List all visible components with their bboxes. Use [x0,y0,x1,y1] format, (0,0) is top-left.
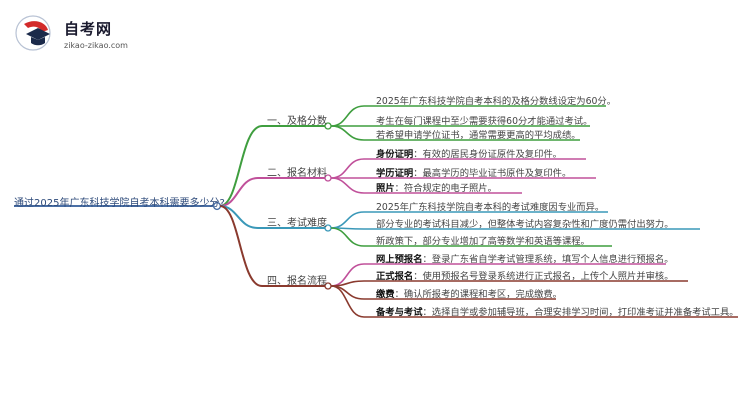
leaf-materials-3-text: ：符合规定的电子照片。 [394,183,497,194]
leaf-materials-2: 学历证明：最高学历的毕业证书原件及复印件。 [376,165,571,179]
leaf-process-1-term: 网上预报名 [376,254,423,265]
leaf-process-2-term: 正式报名 [376,271,414,282]
branch-4-label: 四、报名流程 [267,276,327,287]
branch-2-label: 二、报名材料 [267,168,327,179]
leaf-difficulty-3: 新政策下，部分专业增加了高等数学和英语等课程。 [376,236,590,247]
leaf-materials-2-text: ：最高学历的毕业证书原件及复印件。 [413,168,572,179]
branch-3-label: 三、考试难度 [267,218,327,229]
leaf-process-4-text: ：选择自学或参加辅导班，合理安排学习时间，打印准考证并准备考试工具。 [422,307,739,318]
leaf-process-4: 备考与考试：选择自学或参加辅导班，合理安排学习时间，打印准考证并准备考试工具。 [376,304,739,318]
logo-site-domain: zikao-zikao.com [64,41,128,50]
leaf-difficulty-2: 部分专业的考试科目减少，但整体考试内容复杂性和广度仍需付出努力。 [376,219,674,230]
leaf-process-3: 缴费：确认所报考的课程和考区，完成缴费。 [376,286,562,300]
branch-1-label: 一、及格分数 [267,116,327,127]
leaf-passing-score-1: 2025年广东科技学院自考本科的及格分数线设定为60分。 [376,96,617,107]
leaf-process-4-term: 备考与考试 [376,307,423,318]
graduation-cap-logo-icon [15,15,51,51]
leaf-materials-3-term: 照片 [376,183,395,194]
leaf-materials-3: 照片：符合规定的电子照片。 [376,180,497,194]
leaf-process-1: 网上预报名：登录广东省自学考试管理系统，填写个人信息进行预报名。 [376,251,674,265]
leaf-process-3-term: 缴费 [376,289,395,300]
leaf-process-2-text: ：使用预报名号登录系统进行正式报名，上传个人照片并审核。 [413,271,674,282]
site-logo[interactable]: 自考网 zikao-zikao.com [8,10,148,60]
branch-connector-2 [219,158,596,207]
leaf-materials-1-term: 身份证明 [376,149,414,160]
mindmap-root-topic: 通过2025年广东科技学院自考本科需要多少分? [14,198,225,209]
leaf-passing-score-3: 若希望申请学位证书，通常需要更高的平均成绩。 [376,130,581,141]
leaf-process-3-text: ：确认所报考的课程和考区，完成缴费。 [394,289,562,300]
logo-site-name: 自考网 [64,20,113,38]
leaf-materials-1-text: ：有效的居民身份证原件及复印件。 [413,149,562,160]
leaf-difficulty-1: 2025年广东科技学院自考本科的考试难度因专业而异。 [376,202,605,213]
leaf-materials-2-term: 学历证明 [376,168,414,179]
leaf-process-1-text: ：登录广东省自学考试管理系统，填写个人信息进行预报名。 [422,254,674,265]
leaf-materials-1: 身份证明：有效的居民身份证原件及复印件。 [376,146,562,160]
branch-connector-4 [219,205,738,318]
leaf-passing-score-2: 考生在每门课程中至少需要获得60分才能通过考试。 [376,116,593,127]
branch-connector-1 [219,105,606,207]
leaf-process-2: 正式报名：使用预报名号登录系统进行正式报名，上传个人照片并审核。 [376,268,674,282]
